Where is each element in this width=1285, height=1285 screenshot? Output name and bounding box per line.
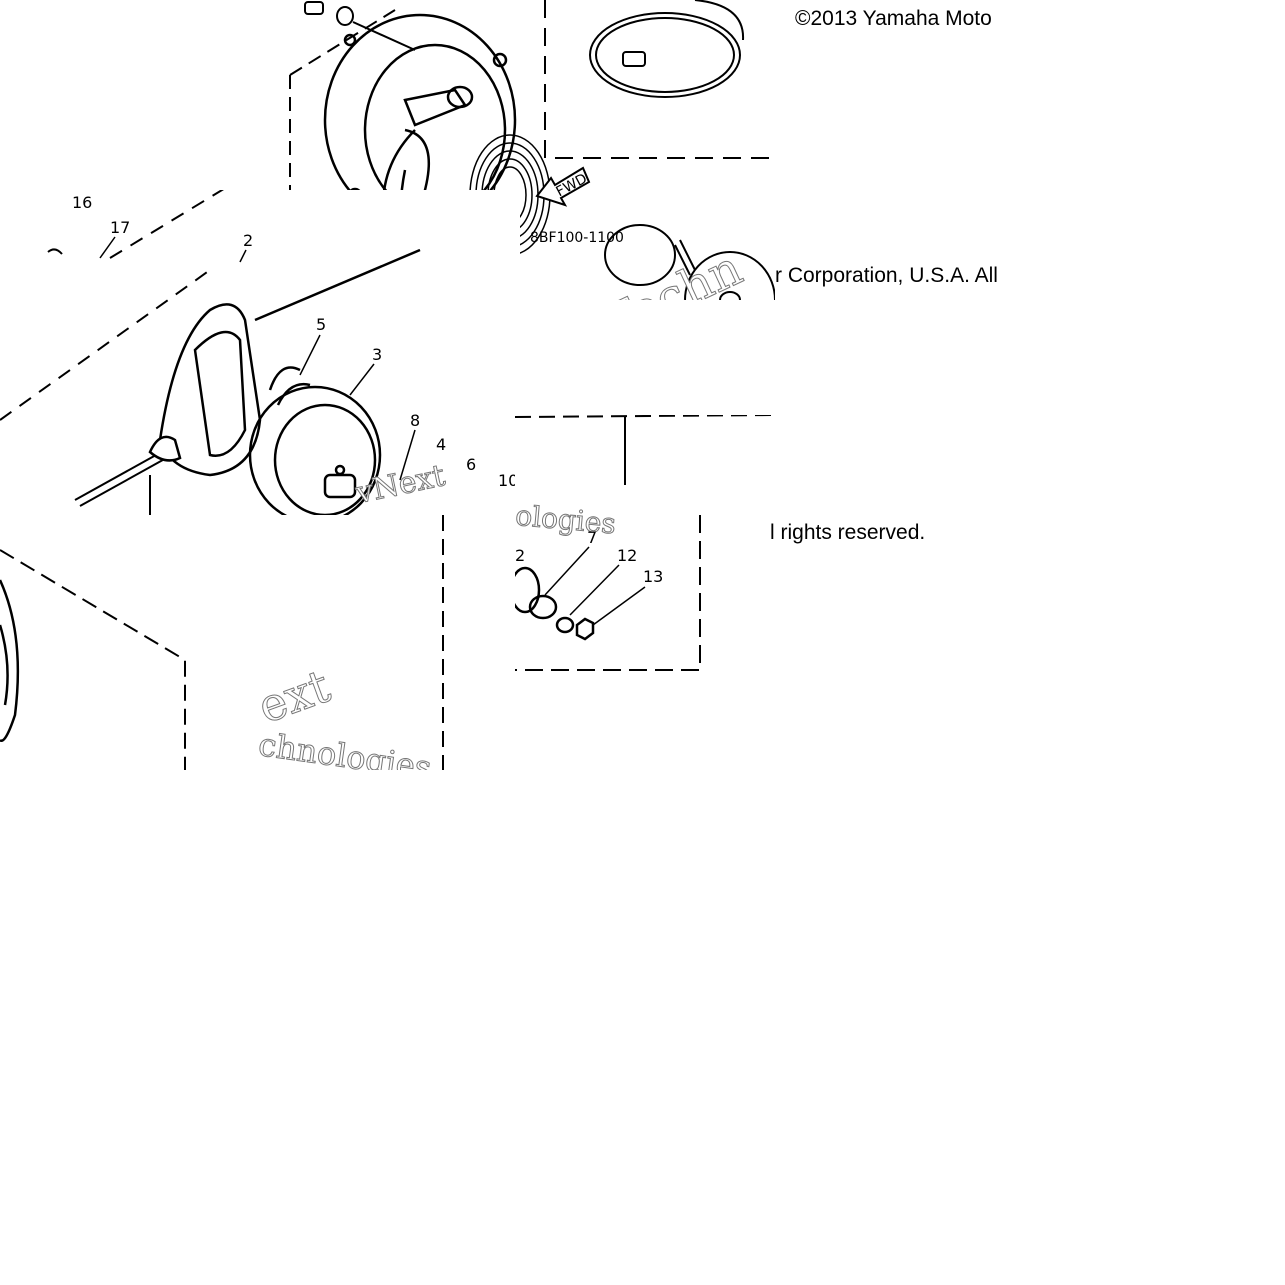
callout-2-partial: 2 <box>515 546 525 565</box>
diagram-tile-right: ologies 2 7 12 13 <box>515 415 775 675</box>
nut <box>555 616 595 641</box>
copyright-text: r Corporation, U.S.A. All <box>775 264 998 287</box>
copyright-text: ©2013 Yamaha Moto <box>795 7 992 30</box>
handle-drawing: 16 17 2 5 3 8 4 6 10 <box>0 190 518 515</box>
diagram-tile-bottom: ext chnologies <box>0 515 445 770</box>
callout-5: 5 <box>316 315 326 334</box>
copyright-strip-1: ©2013 Yamaha Moto <box>790 5 1028 33</box>
watermark-text: ologies <box>515 499 617 541</box>
callout-4: 4 <box>436 435 446 454</box>
callout-10: 10 <box>498 471 518 490</box>
fwd-arrow-icon: FWD <box>535 166 591 207</box>
watermark-text: ext <box>251 658 337 733</box>
callout-8: 8 <box>410 411 420 430</box>
watermark-text: Techn <box>595 240 750 300</box>
watermark-text: chnologies <box>256 725 434 770</box>
callout-7: 7 <box>587 528 597 547</box>
callout-17: 17 <box>110 218 130 237</box>
copyright-text: l rights reserved. <box>770 521 926 544</box>
starter-housing-drawing: FWD 8BF100-1100 14 15 Techn <box>289 0 775 300</box>
cable-loop <box>589 0 745 98</box>
callout-3: 3 <box>372 345 382 364</box>
copyright-strip-3: l rights reserved. <box>770 519 970 547</box>
watermark-text: vNext <box>352 458 448 511</box>
callout-6: 6 <box>466 455 476 474</box>
diagram-tile-left: 16 17 2 5 3 8 4 6 10 <box>0 190 520 515</box>
starter-handle <box>148 248 421 477</box>
callout-16: 16 <box>72 193 92 212</box>
washer-drawing: ologies 2 7 12 13 <box>515 415 774 671</box>
callout-2: 2 <box>243 231 253 250</box>
cover-plate <box>604 224 775 300</box>
housing-edge <box>0 579 20 742</box>
callout-13: 13 <box>643 567 663 586</box>
copyright-strip-2: r Corporation, U.S.A. All <box>775 262 1028 290</box>
pulley <box>248 366 382 515</box>
bolt-icon <box>304 1 416 51</box>
callout-12: 12 <box>617 546 637 565</box>
washer <box>515 566 558 620</box>
part-code-label: 8BF100-1100 <box>530 230 624 246</box>
housing-edge-drawing: ext chnologies <box>0 515 444 770</box>
